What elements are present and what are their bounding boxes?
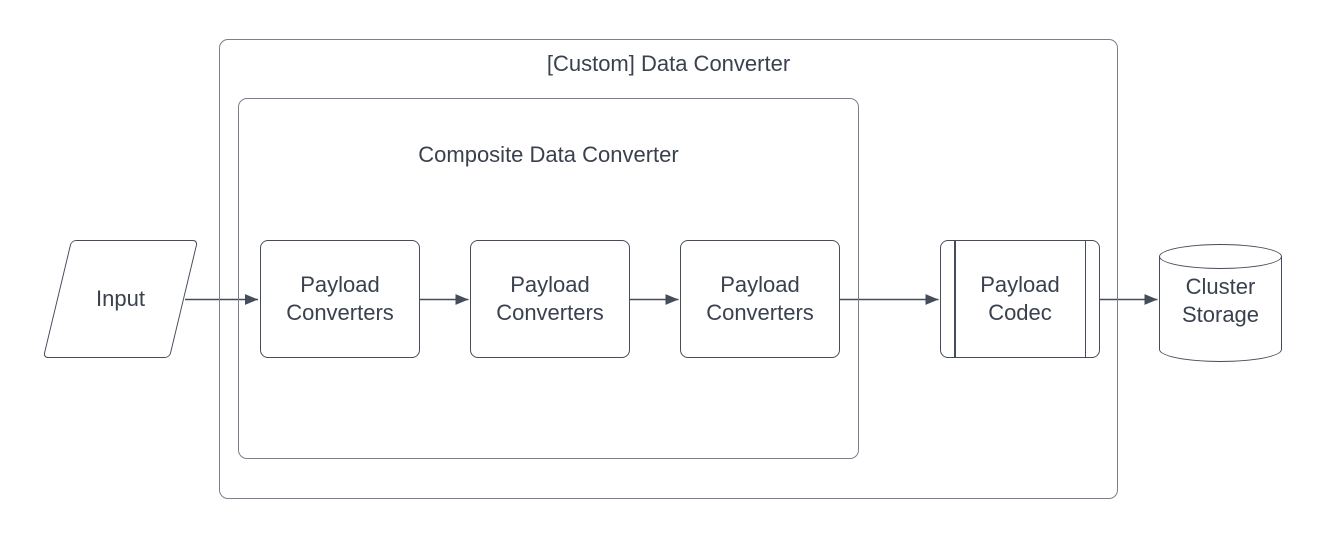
predefined-process-right-bar <box>1084 241 1086 357</box>
cluster-storage-node-label: Cluster Storage <box>1181 274 1260 327</box>
payload-converters-node-3-label: Payload Converters <box>706 272 814 325</box>
payload-converters-node-1: Payload Converters <box>260 240 420 358</box>
predefined-process-left-bar <box>954 241 956 357</box>
custom-data-converter-title: [Custom] Data Converter <box>546 51 791 76</box>
cluster-storage-node <box>1159 256 1282 349</box>
payload-converters-node-3: Payload Converters <box>680 240 840 358</box>
composite-data-converter-title: Composite Data Converter <box>418 142 679 167</box>
cluster-storage-cylinder-top <box>1159 244 1282 269</box>
payload-converters-node-2-label: Payload Converters <box>496 272 604 325</box>
composite-data-converter-container: Composite Data Converter <box>238 98 859 459</box>
cluster-storage-node-label-wrap: Cluster Storage <box>1159 250 1282 352</box>
payload-converters-node-2: Payload Converters <box>470 240 630 358</box>
input-node-label: Input <box>96 286 145 311</box>
custom-data-converter-container: [Custom] Data Converter <box>219 39 1118 499</box>
payload-codec-node-label: Payload Codec <box>980 272 1060 325</box>
payload-converters-node-1-label: Payload Converters <box>286 272 394 325</box>
payload-codec-node: Payload Codec <box>940 240 1100 358</box>
